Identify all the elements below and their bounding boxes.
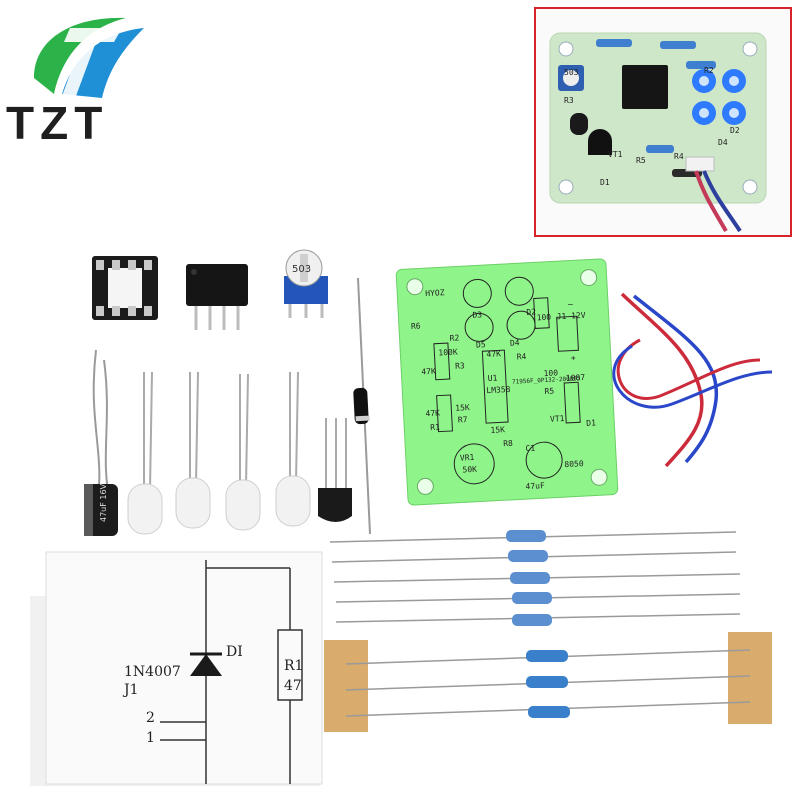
schematic-sheet: DI 1N4007 J1 R1 47 2 1 [30,551,323,786]
pcb-label-50k: 50K [462,465,477,475]
schematic-pin-1: 1 [146,730,155,746]
schematic-resistor: R1 [284,658,303,674]
pcb-label-vr1: VR1 [460,453,475,463]
resistor-3 [333,572,741,584]
brand-logo-icon [34,17,144,98]
schematic-diode-label: DI [226,644,243,660]
resistor-1 [329,530,737,543]
pcb-label-47uf: 47uF [525,481,545,491]
pcb-label-8050: 8050 [564,459,584,469]
potentiometer: 503 [284,249,328,318]
inset-label-r4: R4 [674,152,684,161]
pcb-label-100k: 100K [438,348,458,358]
transistor-8050 [318,418,352,522]
resistor-7 [345,675,751,691]
pcb-label-d3: D3 [472,310,482,320]
led-2 [175,371,211,529]
pcb-label-47k-a: 47K [486,349,501,359]
inset-label-r2: R2 [704,66,714,75]
schematic-jack: J1 [122,682,139,698]
resistor-2 [331,550,737,563]
potentiometer-code: 503 [292,264,311,275]
led-1 [127,371,163,535]
inset-label-d1: D1 [600,178,610,187]
capacitor-label: 47uF 16V [99,483,108,522]
pcb-label-100b: 100 [543,368,558,378]
electrolytic-capacitor: 47uF 16V [84,349,118,536]
pcb-label-d5: D5 [476,340,486,350]
led-4 [275,371,311,527]
ic-chip-lm358 [186,264,248,330]
inset-label-r3: R3 [564,96,574,105]
tape-right [728,632,772,724]
pcb-label-r7: R7 [458,415,468,425]
resistor-8 [345,701,751,718]
pcb-label-r5: R5 [544,387,554,397]
ic-socket [92,256,158,320]
pcb-label-lm358: LM358 [486,385,511,395]
pcb-label-d4: D4 [510,338,520,348]
pcb-label-minus: — [568,299,573,308]
resistor-6 [345,649,751,665]
assembled-board-photo: R2 D2 D4 R5 VT1 D1 R3 R4 503 [536,9,790,235]
pcb-label-code: 71956F_0P132-200805 [512,375,581,386]
pcb-label-15k-a: 15K [455,403,470,413]
pcb-label-c1: C1 [525,444,535,454]
inset-label-vt1: VT1 [608,150,623,159]
pcb-label-100a: 100 [536,313,551,323]
power-wires [612,292,773,468]
pcb-label-r2: R2 [449,333,459,343]
schematic-pin-2: 2 [146,710,155,726]
inset-label-d2: D2 [730,126,740,135]
pcb-label-r4: R4 [516,352,526,362]
led-3 [225,373,261,531]
pcb-label-1007: 1007 [566,373,586,383]
diode [353,277,371,535]
pcb-label-r8: R8 [503,439,513,449]
pcb-label-plus: + [571,353,576,362]
pcb-label-u1: U1 [488,373,498,383]
pcb-label-d1: D1 [586,418,596,428]
brand-name: TZT [6,97,109,149]
pcb-label-vt1: VT1 [550,414,565,424]
tape-left [324,640,368,732]
pcb-label-j1: J1 12V [556,311,586,322]
bare-pcb: HYOZ D3 D2 R6 R2 100K D5 D4 100 J1 12V —… [395,258,619,506]
schematic-resistor-value: 47 [284,678,302,694]
pcb-label-r6: R6 [411,321,421,331]
inset-label-d4: D4 [718,138,728,147]
pcb-label-47k-b: 47K [421,367,436,377]
pcb-label-r1: R1 [430,423,440,433]
inset-label-r5: R5 [636,156,646,165]
schematic-diode-part: 1N4007 [124,664,181,680]
inset-label-pot: 503 [564,68,579,77]
pcb-label-d2: D2 [526,307,536,317]
resistor-5 [335,613,741,626]
pcb-label-15k-b: 15K [490,425,505,435]
inset-photo-frame: R2 D2 D4 R5 VT1 D1 R3 R4 503 [534,7,792,237]
pcb-label-47k-c: 47K [425,409,440,419]
resistor-4 [335,592,741,604]
pcb-label-hyoz: HYOZ [425,288,445,298]
pcb-label-r3: R3 [455,361,465,371]
